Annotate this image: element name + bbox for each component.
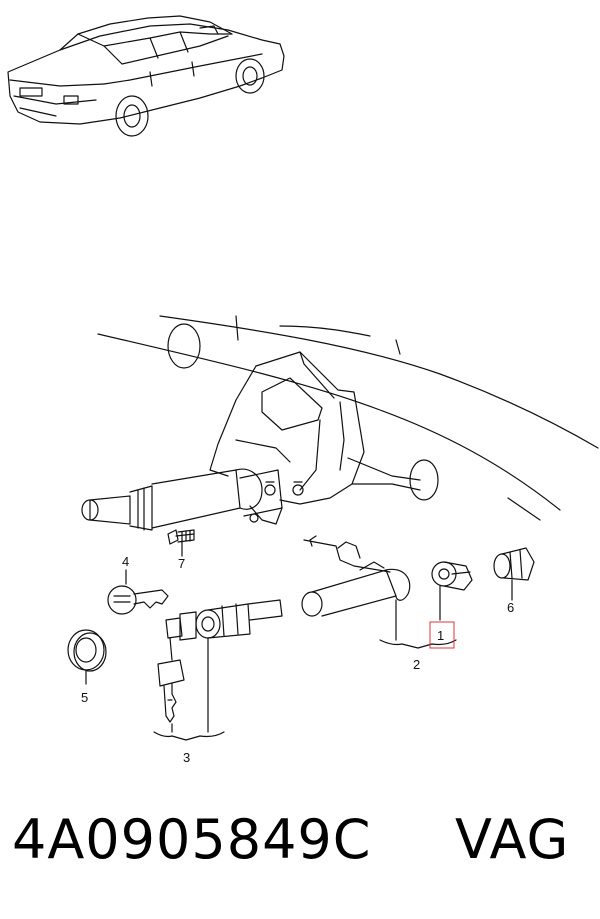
callout-2: 2 — [413, 657, 420, 672]
callout-1-highlight — [429, 621, 455, 649]
brand-label: VAG — [455, 808, 570, 871]
part-5-bezel — [67, 629, 107, 685]
callout-7: 7 — [178, 556, 185, 571]
steering-column-bracket — [209, 351, 421, 505]
part-1-switch — [431, 561, 473, 621]
callout-6: 6 — [507, 600, 514, 615]
part-number: 4A0905849C — [12, 808, 372, 871]
callout-3: 3 — [183, 750, 190, 765]
brace-3 — [153, 731, 225, 741]
brace-2 — [379, 639, 457, 649]
callout-4: 4 — [122, 554, 129, 569]
part-6-cap — [493, 547, 535, 601]
steering-column-shaft — [81, 468, 283, 531]
part-4-key — [107, 573, 169, 615]
car-illustration — [7, 15, 285, 137]
callout-1: 1 — [437, 628, 444, 643]
dashboard-outline — [97, 315, 599, 521]
part-3-lock-cylinder — [157, 599, 283, 723]
part-7-bolt — [167, 529, 195, 557]
part-2-housing — [301, 535, 411, 617]
callout-5: 5 — [81, 690, 88, 705]
